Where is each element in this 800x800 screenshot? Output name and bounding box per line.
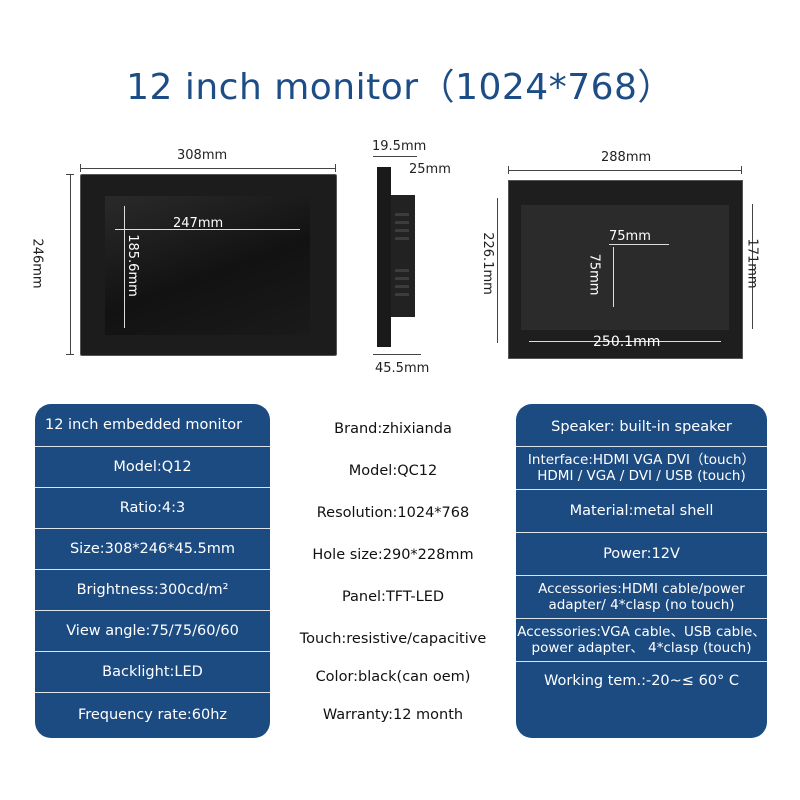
divider <box>35 610 270 611</box>
spec-column-middle: Brand:zhixianda Model:QC12 Resolution:10… <box>272 404 514 738</box>
front-width-label: 308mm <box>177 148 228 163</box>
spec-line: Power:12V <box>603 545 680 562</box>
vesa-height-line <box>613 247 614 307</box>
divider <box>516 532 767 533</box>
spec-cell: Power:12V <box>516 533 767 575</box>
monitor-front-image: 247mm 185.6mm <box>80 174 337 356</box>
spec-cell: Accessories:VGA cable、USB cable、 power a… <box>516 619 767 661</box>
side-housing <box>391 195 415 317</box>
spec-column-left: 12 inch embedded monitor Model:Q12 Ratio… <box>35 404 270 738</box>
spec-cell: Material:metal shell <box>516 490 767 532</box>
back-height2-line <box>752 204 753 329</box>
spec-line: Accessories:HDMI cable/power <box>538 581 745 597</box>
screen-height-line <box>124 206 125 328</box>
monitor-side-image <box>373 167 421 347</box>
side-top-line <box>373 156 417 157</box>
spec-line: HDMI / VGA / DVI / USB (touch) <box>537 468 746 484</box>
front-width-line <box>80 168 335 169</box>
back-width-tick-right <box>741 166 742 174</box>
divider <box>35 651 270 652</box>
front-height-line <box>70 174 71 354</box>
front-height-tick-top <box>66 174 74 175</box>
spec-cell: Brightness:300cd/m² <box>76 581 229 598</box>
vent <box>395 237 409 240</box>
spec-cell: Interface:HDMI VGA DVI（touch） HDMI / VGA… <box>516 447 767 489</box>
vent <box>395 285 409 288</box>
spec-cell: Model:Q12 <box>113 458 192 475</box>
spec-cell: Frequency rate:60hz <box>77 706 228 723</box>
divider <box>35 692 270 693</box>
vent <box>395 293 409 296</box>
spec-line: Interface:HDMI VGA DVI（touch） <box>527 452 756 468</box>
back-height2-label: 171mm <box>744 238 760 289</box>
monitor-back-image: 75mm 75mm 250.1mm <box>508 180 743 359</box>
side-top2-label: 25mm <box>409 162 451 177</box>
spec-cell: Accessories:HDMI cable/power adapter/ 4*… <box>516 576 767 618</box>
side-bezel <box>377 167 391 347</box>
divider <box>516 618 767 619</box>
spec-cell: Color:black(can oem) <box>315 668 471 685</box>
screen-width-line <box>115 229 300 230</box>
spec-line: Working tem.:-20~≤ 60° C <box>544 672 739 689</box>
front-width-tick-left <box>80 164 81 172</box>
back-bottom-line <box>529 341 721 342</box>
divider <box>516 446 767 447</box>
spec-cell: Ratio:4:3 <box>119 499 186 516</box>
back-width-line <box>508 170 741 171</box>
back-bottom-label: 250.1mm <box>593 334 661 350</box>
front-height-label: 246mm <box>29 238 45 289</box>
divider <box>35 528 270 529</box>
front-width-tick-right <box>335 164 336 172</box>
back-width-tick-left <box>508 166 509 174</box>
vent <box>395 269 409 272</box>
screen-width-label: 247mm <box>173 216 224 231</box>
spec-line: Speaker: built-in speaker <box>551 418 732 435</box>
spec-line: Accessories:VGA cable、USB cable、 <box>517 624 766 640</box>
spec-cell: Warranty:12 month <box>322 706 464 723</box>
spec-line: adapter/ 4*clasp (no touch) <box>548 597 735 613</box>
spec-cell: Brand:zhixianda <box>334 420 452 437</box>
vesa-height-label: 75mm <box>586 253 602 296</box>
back-width-label: 288mm <box>601 150 652 165</box>
spec-column-right: Speaker: built-in speaker Interface:HDMI… <box>516 404 767 738</box>
divider <box>35 446 270 447</box>
spec-cell: Backlight:LED <box>102 663 203 680</box>
spec-cell: 12 inch embedded monitor <box>45 416 243 433</box>
spec-line: power adapter、 4*clasp (touch) <box>531 640 752 656</box>
vesa-width-line <box>609 244 669 245</box>
spec-cell: Resolution:1024*768 <box>316 504 470 521</box>
divider <box>516 489 767 490</box>
side-depth-line <box>373 354 421 355</box>
spec-cell: Panel:TFT-LED <box>341 588 445 605</box>
back-plate: 75mm 75mm <box>521 205 729 330</box>
spec-line: Material:metal shell <box>569 502 714 519</box>
spec-cell: Working tem.:-20~≤ 60° C <box>516 662 767 700</box>
vent <box>395 229 409 232</box>
vent <box>395 213 409 216</box>
spec-cell: View angle:75/75/60/60 <box>66 622 239 639</box>
vent <box>395 277 409 280</box>
back-height-label: 226.1mm <box>479 232 495 295</box>
divider <box>516 661 767 662</box>
spec-cell: Hole size:290*228mm <box>312 546 474 563</box>
spec-cell: Touch:resistive/capacitive <box>299 630 487 647</box>
vent <box>395 221 409 224</box>
screen-height-label: 185.6mm <box>124 234 140 297</box>
spec-cell: Size:308*246*45.5mm <box>69 540 236 557</box>
page-title: 12 inch monitor（1024*768） <box>126 67 674 108</box>
divider <box>35 569 270 570</box>
back-height-line <box>497 198 498 343</box>
monitor-screen: 247mm 185.6mm <box>105 196 310 335</box>
vesa-width-label: 75mm <box>609 229 651 244</box>
divider <box>35 487 270 488</box>
spec-cell: Model:QC12 <box>348 462 438 479</box>
side-top-label: 19.5mm <box>372 139 427 154</box>
side-depth-label: 45.5mm <box>375 361 430 376</box>
divider <box>516 575 767 576</box>
spec-cell: Speaker: built-in speaker <box>516 406 767 448</box>
front-height-tick-bottom <box>66 354 74 355</box>
